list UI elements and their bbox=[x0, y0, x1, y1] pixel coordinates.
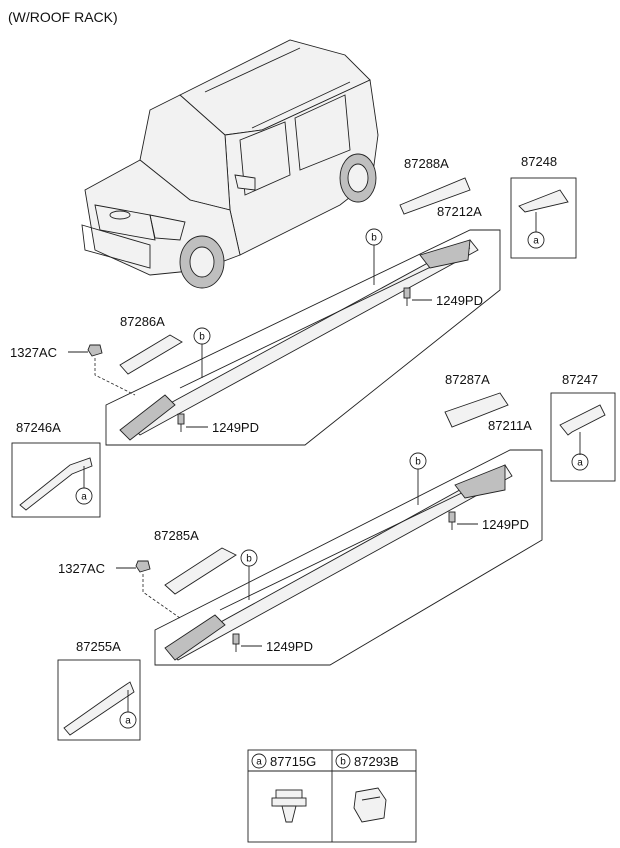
screw-1249PD bbox=[448, 511, 478, 530]
callout-b: b bbox=[415, 457, 421, 468]
label-87247: 87247 bbox=[562, 372, 598, 387]
label-87246A: 87246A bbox=[16, 420, 61, 435]
nut-1327AC bbox=[87, 344, 103, 357]
label-87212A: 87212A bbox=[437, 204, 482, 219]
screw-1249PD bbox=[403, 287, 432, 306]
diagram-title: (W/ROOF RACK) bbox=[8, 9, 118, 25]
rail-assembly-87211A: b b bbox=[154, 449, 543, 666]
part-87288A bbox=[399, 177, 471, 215]
label-87211A: 87211A bbox=[488, 418, 532, 433]
label-87248: 87248 bbox=[521, 154, 557, 169]
label-1327AC: 1327AC bbox=[10, 345, 57, 360]
label-87286A: 87286A bbox=[120, 314, 165, 329]
part-87286A bbox=[119, 334, 183, 375]
callout-b: b bbox=[246, 554, 252, 565]
legend-callout-a: a bbox=[256, 757, 262, 768]
box-87247 bbox=[550, 392, 616, 482]
callout-b: b bbox=[371, 233, 377, 244]
rail-assembly-87212A: b b bbox=[105, 228, 501, 446]
clip-legend-table: a 87715G b 87293B bbox=[247, 749, 417, 843]
screw-1249PD bbox=[232, 633, 262, 652]
label-87288A: 87288A bbox=[404, 156, 449, 171]
label-1249PD: 1249PD bbox=[212, 420, 259, 435]
callout-a: a bbox=[577, 458, 583, 469]
label-87287A: 87287A bbox=[445, 372, 490, 387]
label-87255A: 87255A bbox=[76, 639, 121, 654]
part-87287A bbox=[444, 392, 509, 428]
clip-87293B-icon bbox=[353, 787, 387, 823]
label-87285A: 87285A bbox=[154, 528, 199, 543]
label-1249PD: 1249PD bbox=[482, 517, 529, 532]
callout-a: a bbox=[125, 716, 131, 727]
clip-87715G-icon bbox=[271, 789, 307, 823]
label-1249PD: 1249PD bbox=[266, 639, 313, 654]
label-1327AC: 1327AC bbox=[58, 561, 105, 576]
callout-a: a bbox=[533, 236, 539, 247]
label-1249PD: 1249PD bbox=[436, 293, 483, 308]
legend-part-a: 87715G bbox=[270, 754, 316, 769]
legend-callout-b: b bbox=[340, 757, 346, 768]
screw-1249PD bbox=[177, 413, 208, 432]
nut-1327AC bbox=[135, 560, 151, 573]
callout-b: b bbox=[199, 332, 205, 343]
part-87285A bbox=[164, 547, 237, 595]
box-87248 bbox=[510, 177, 577, 259]
legend-part-b: 87293B bbox=[354, 754, 399, 769]
car-illustration bbox=[81, 39, 379, 289]
callout-a: a bbox=[81, 492, 87, 503]
box-87255A bbox=[57, 659, 141, 741]
box-87246A bbox=[11, 442, 101, 518]
